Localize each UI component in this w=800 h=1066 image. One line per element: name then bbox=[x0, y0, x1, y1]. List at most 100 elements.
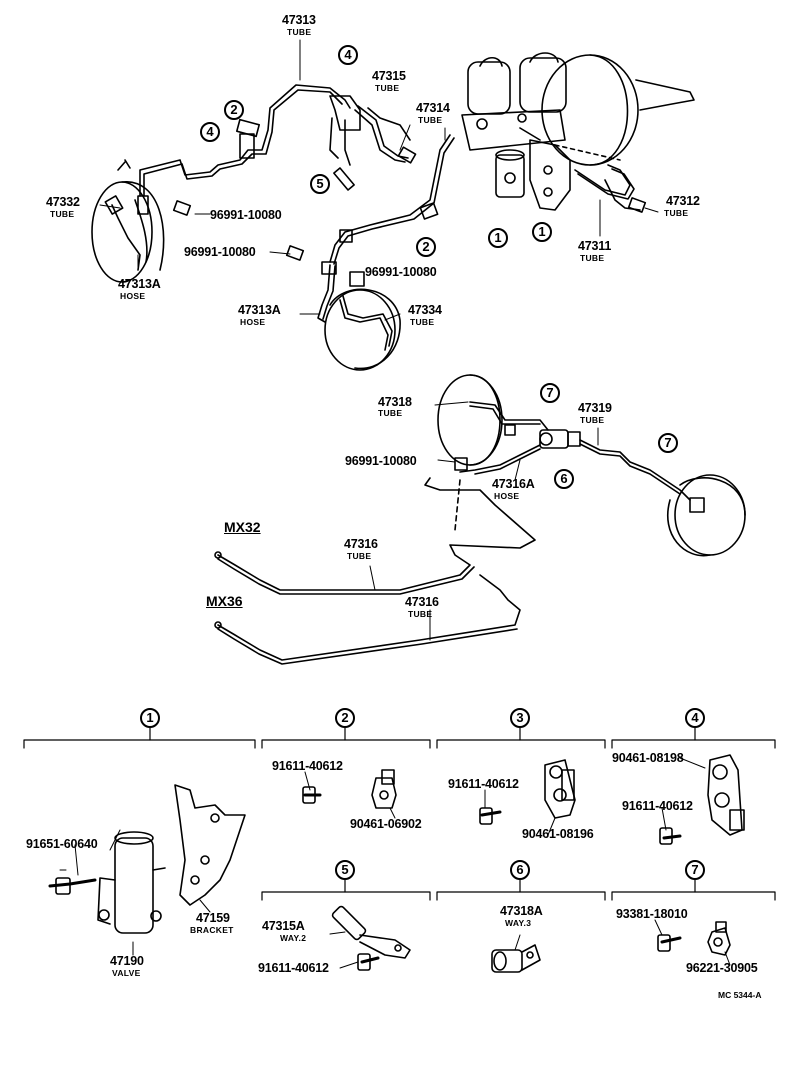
part-number-47316: 47316 bbox=[344, 537, 378, 551]
tube-47316-mx36 bbox=[214, 574, 521, 665]
part-number-47316: 47316 bbox=[405, 595, 439, 609]
part-number-47311: 47311 bbox=[578, 239, 612, 253]
group-4-parts bbox=[659, 754, 745, 845]
part-number-90461-06902: 90461-06902 bbox=[350, 817, 422, 831]
part-desc-tube: TUBE bbox=[408, 609, 433, 619]
part-number-47316A: 47316A bbox=[492, 477, 535, 491]
circled-mark-1: 1 bbox=[532, 222, 552, 242]
circled-mark-4: 4 bbox=[200, 122, 220, 142]
part-number-96991-10080: 96991-10080 bbox=[365, 265, 437, 279]
group-7-parts bbox=[657, 921, 731, 956]
circled-mark-7: 7 bbox=[658, 433, 678, 453]
part-desc-tube: TUBE bbox=[50, 209, 75, 219]
part-number-47313A: 47313A bbox=[118, 277, 161, 291]
circled-mark-5: 5 bbox=[310, 174, 330, 194]
circled-mark-7: 7 bbox=[540, 383, 560, 403]
part-desc-tube: TUBE bbox=[287, 27, 312, 37]
proportioning-valve-assembly bbox=[495, 127, 621, 211]
part-number-47315: 47315 bbox=[372, 69, 406, 83]
part-desc-bracket: BRACKET bbox=[190, 925, 234, 935]
part-number-47313A: 47313A bbox=[238, 303, 281, 317]
rear-right-brake-drum bbox=[667, 474, 746, 557]
part-desc-hose: HOSE bbox=[240, 317, 266, 327]
reference-code: MC 5344-A bbox=[718, 990, 762, 1000]
circled-mark-4: 4 bbox=[338, 45, 358, 65]
tube-47316-mx32 bbox=[214, 477, 536, 595]
part-number-93381-18010: 93381-18010 bbox=[616, 907, 688, 921]
clamp-assembly-top bbox=[235, 95, 361, 166]
part-desc-tube: TUBE bbox=[347, 551, 372, 561]
leader-lines bbox=[99, 39, 659, 641]
part-number-96991-10080: 96991-10080 bbox=[210, 208, 282, 222]
part-number-47334: 47334 bbox=[408, 303, 442, 317]
part-number-91611-40612: 91611-40612 bbox=[258, 961, 329, 975]
part-number-96991-10080: 96991-10080 bbox=[184, 245, 256, 259]
group-3-parts bbox=[479, 759, 576, 825]
part-number-47159: 47159 bbox=[196, 911, 230, 925]
part-number-47318A: 47318A bbox=[500, 904, 543, 918]
variant-label-mx32: MX32 bbox=[224, 519, 261, 535]
part-number-91651-60640: 91651-60640 bbox=[26, 837, 98, 851]
part-number-96221-30905: 96221-30905 bbox=[686, 961, 758, 975]
rear-left-brake-drum bbox=[437, 374, 503, 466]
part-number-47315A: 47315A bbox=[262, 919, 305, 933]
tube-47311-47312 bbox=[574, 164, 647, 213]
part-number-47318: 47318 bbox=[378, 395, 412, 409]
part-number-47332: 47332 bbox=[46, 195, 80, 209]
master-cylinder-booster bbox=[461, 52, 695, 166]
group-number-4: 4 bbox=[685, 708, 705, 728]
part-number-91611-40612: 91611-40612 bbox=[272, 759, 343, 773]
group-number-3: 3 bbox=[510, 708, 530, 728]
part-desc-way-3: WAY.3 bbox=[505, 918, 532, 928]
part-number-47314: 47314 bbox=[416, 101, 450, 115]
part-desc-hose: HOSE bbox=[120, 291, 146, 301]
part-desc-hose: HOSE bbox=[494, 491, 520, 501]
part-desc-tube: TUBE bbox=[378, 408, 403, 418]
variant-label-mx36: MX36 bbox=[206, 593, 243, 609]
part-number-47319: 47319 bbox=[578, 401, 612, 415]
hose-47313A-right bbox=[317, 261, 337, 323]
group-brackets bbox=[23, 727, 776, 901]
group-2-parts bbox=[302, 769, 397, 809]
tube-47318 bbox=[469, 401, 549, 436]
part-number-47190: 47190 bbox=[110, 954, 144, 968]
tube-47315 bbox=[354, 105, 417, 164]
group-number-6: 6 bbox=[510, 860, 530, 880]
group-5-parts bbox=[331, 905, 411, 971]
part-desc-tube: TUBE bbox=[580, 415, 605, 425]
part-desc-tube: TUBE bbox=[580, 253, 605, 263]
part-desc-way-2: WAY.2 bbox=[280, 933, 307, 943]
group-1-parts bbox=[48, 784, 246, 934]
circled-mark-2: 2 bbox=[224, 100, 244, 120]
part-number-90461-08198: 90461-08198 bbox=[612, 751, 684, 765]
part-number-90461-08196: 90461-08196 bbox=[522, 827, 594, 841]
part-desc-tube: TUBE bbox=[410, 317, 435, 327]
front-left-brake-drum bbox=[91, 181, 165, 283]
way-3-joint bbox=[539, 429, 581, 449]
group-number-7: 7 bbox=[685, 860, 705, 880]
hose-47316A bbox=[454, 444, 541, 531]
group-6-parts bbox=[491, 944, 541, 973]
tube-47313 bbox=[117, 84, 351, 197]
part-desc-tube: TUBE bbox=[664, 208, 689, 218]
front-right-brake-drum bbox=[324, 271, 401, 371]
part-number-47312: 47312 bbox=[666, 194, 700, 208]
part-desc-valve: VALVE bbox=[112, 968, 141, 978]
tube-47319 bbox=[579, 439, 691, 501]
group-number-2: 2 bbox=[335, 708, 355, 728]
part-number-91611-40612: 91611-40612 bbox=[622, 799, 693, 813]
circled-mark-6: 6 bbox=[554, 469, 574, 489]
part-number-96991-10080: 96991-10080 bbox=[345, 454, 417, 468]
part-number-91611-40612: 91611-40612 bbox=[448, 777, 519, 791]
tube-47314 bbox=[329, 134, 455, 265]
part-desc-tube: TUBE bbox=[375, 83, 400, 93]
circled-mark-2: 2 bbox=[416, 237, 436, 257]
group-number-1: 1 bbox=[140, 708, 160, 728]
group-number-5: 5 bbox=[335, 860, 355, 880]
part-number-47313: 47313 bbox=[282, 13, 316, 27]
lower-leader-lines bbox=[74, 757, 731, 969]
part-desc-tube: TUBE bbox=[418, 115, 443, 125]
circled-mark-1: 1 bbox=[488, 228, 508, 248]
